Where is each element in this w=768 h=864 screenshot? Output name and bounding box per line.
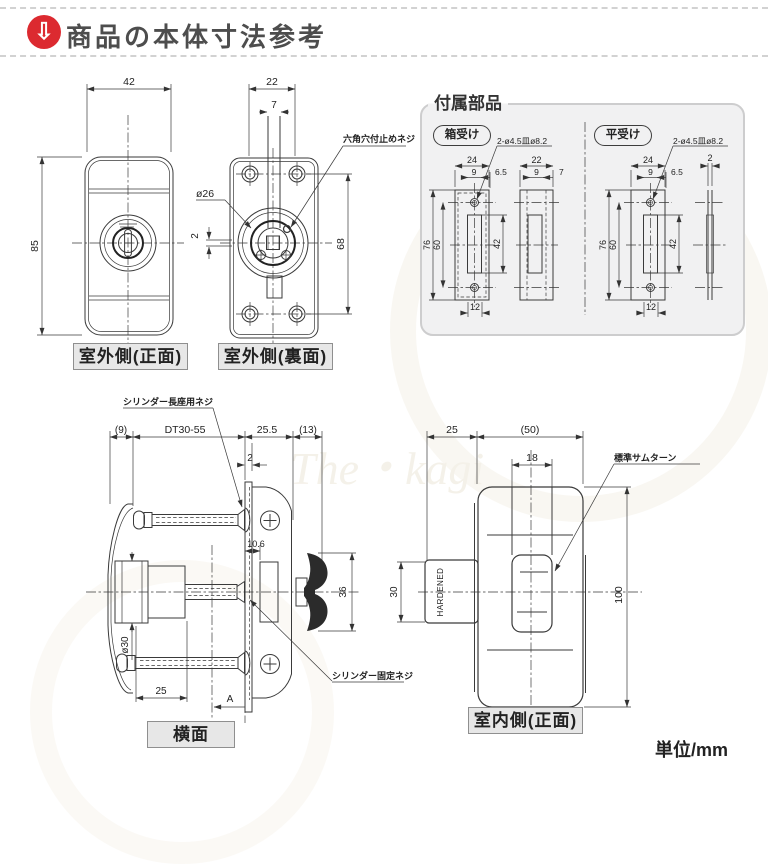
dim-label: 22 bbox=[266, 76, 278, 88]
watermark-text: The・kagi bbox=[290, 443, 485, 494]
dim-label: 12 bbox=[646, 302, 656, 312]
caption-interior-front: 室内側(正面) bbox=[468, 707, 583, 734]
dim-label: 22 bbox=[531, 155, 541, 165]
dim-label: 60 bbox=[608, 240, 618, 250]
dim-label: (9) bbox=[115, 425, 127, 436]
box-receiver-front: 24 9 6.5 76 60 42 bbox=[422, 136, 552, 317]
dim-label: 25 bbox=[155, 686, 167, 697]
mounting-screw-top bbox=[133, 507, 251, 533]
top-dashed-divider bbox=[0, 7, 768, 9]
dim-label: 18 bbox=[526, 452, 538, 464]
dim-label: 9 bbox=[534, 167, 539, 177]
dim-label: 10.6 bbox=[247, 539, 265, 549]
dim-label: 2 bbox=[190, 233, 201, 239]
dim-label: ø26 bbox=[196, 188, 214, 200]
dim-label: 25 bbox=[446, 424, 458, 436]
dim-label: 30 bbox=[389, 586, 400, 598]
flat-receiver-side: 2 bbox=[693, 153, 727, 300]
dim-label: 24 bbox=[467, 155, 477, 165]
case-profile bbox=[244, 481, 292, 713]
dim-label: 7 bbox=[559, 167, 564, 177]
interior-view-drawing: 25 (50) 18 HARDENED 30 100 標準サムターン bbox=[389, 424, 700, 718]
box-receiver-side: 22 9 7 bbox=[514, 155, 564, 301]
dim-label: 85 bbox=[29, 240, 41, 252]
dim-label: 12 bbox=[470, 302, 480, 312]
accessories-drawing: 24 9 6.5 76 60 42 bbox=[422, 122, 728, 317]
hole-note: 2-ø4.5皿ø8.2 bbox=[673, 136, 723, 146]
dim-label: 42 bbox=[123, 76, 135, 88]
dim-label: 24 bbox=[643, 155, 653, 165]
hole-note: 2-ø4.5皿ø8.2 bbox=[497, 136, 547, 146]
hardened-engraving: HARDENED bbox=[436, 568, 445, 617]
flat-receiver-label: 平受け bbox=[594, 125, 652, 146]
callout-set-screw: 六角穴付止めネジ bbox=[343, 133, 415, 144]
dim-label: 25.5 bbox=[257, 424, 278, 436]
thumbturn-knob-profile bbox=[295, 553, 328, 631]
page-title: 商品の本体寸法参考 bbox=[66, 22, 328, 52]
dim-label: 76 bbox=[422, 240, 432, 250]
dim-label: DT30-55 bbox=[165, 424, 206, 436]
dim-label: 76 bbox=[598, 240, 608, 250]
caption-exterior-rear: 室外側(裏面) bbox=[218, 343, 333, 370]
header-dashed-divider bbox=[0, 55, 768, 57]
dim-label: 42 bbox=[492, 239, 502, 249]
dim-label: 6.5 bbox=[495, 167, 507, 177]
dim-label: 2 bbox=[247, 453, 253, 464]
box-receiver-label: 箱受け bbox=[433, 125, 491, 146]
dim-label: 9 bbox=[648, 167, 653, 177]
dim-label: 7 bbox=[271, 100, 277, 111]
dim-label: ø30 bbox=[120, 636, 131, 654]
mount-holes bbox=[236, 162, 311, 326]
dim-label: 100 bbox=[613, 586, 625, 604]
flat-receiver-front: 24 9 6.5 76 60 42 bbox=[598, 136, 728, 317]
callout-long-seat-screw: シリンダー長座用ネジ bbox=[123, 396, 213, 407]
dim-label: A bbox=[227, 694, 234, 705]
callout-thumbturn: 標準サムターン bbox=[614, 452, 676, 463]
side-view-drawing: シリンダー長座用ネジ (9) DT30-55 25.5 (13) 2 bbox=[86, 396, 413, 723]
technical-drawing: 42 85 22 7 bbox=[29, 76, 728, 723]
dim-label: (50) bbox=[521, 424, 540, 436]
dim-label: 68 bbox=[335, 238, 347, 250]
callout-fixing-screw: シリンダー固定ネジ bbox=[332, 670, 413, 681]
dim-label: 9 bbox=[472, 167, 477, 177]
dim-label: 2 bbox=[707, 153, 712, 163]
front-view-drawing: 42 85 bbox=[29, 76, 184, 348]
dim-label: (13) bbox=[299, 425, 317, 436]
dim-label: 60 bbox=[432, 240, 442, 250]
accessories-title: 付属部品 bbox=[428, 93, 508, 115]
caption-exterior-front: 室外側(正面) bbox=[73, 343, 188, 370]
mounting-screw-bottom bbox=[116, 650, 251, 676]
dim-label: 36 bbox=[338, 586, 349, 598]
dim-label: 6.5 bbox=[671, 167, 683, 177]
rear-view-drawing: 22 7 bbox=[190, 76, 415, 350]
page: { "header": { "icon": "down-arrow", "ico… bbox=[0, 7, 768, 864]
caption-side: 横面 bbox=[147, 721, 235, 748]
down-arrow-icon: ⇩ bbox=[27, 15, 61, 49]
dim-label: 42 bbox=[668, 239, 678, 249]
unit-note: 単位/mm bbox=[655, 740, 729, 760]
